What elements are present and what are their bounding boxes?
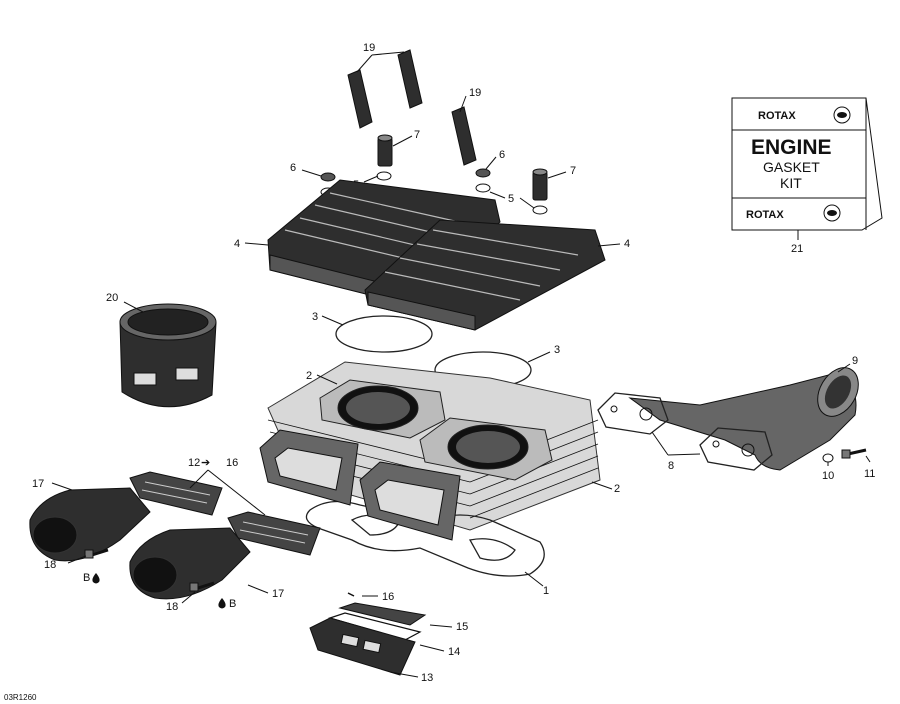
callout-15: 15 — [456, 621, 468, 633]
callout-7b: 7 — [570, 165, 576, 177]
cylinder-sleeve-20 — [119, 303, 217, 408]
exhaust-gasket-8-upper — [597, 392, 669, 435]
callout-12-range-end: 16 — [226, 457, 238, 469]
callout-6b: 6 — [499, 149, 505, 161]
callout-6a: 6 — [290, 162, 296, 174]
callout-3a: 3 — [312, 311, 318, 323]
callout-2a: 2 — [306, 370, 312, 382]
reed-valve-right — [227, 511, 321, 556]
callout-19a: 19 — [363, 42, 375, 54]
callout-b-left: B — [83, 572, 90, 584]
bolt-11 — [841, 448, 867, 459]
callout-1: 1 — [543, 585, 549, 597]
callout-21: 21 — [791, 243, 803, 255]
callout-9: 9 — [852, 355, 858, 367]
nut-6-right — [475, 168, 491, 178]
intake-flange-left — [259, 429, 359, 506]
callout-12: 12 — [188, 457, 200, 469]
callout-18a: 18 — [44, 559, 56, 571]
washer-10 — [822, 453, 834, 463]
drop-icon — [92, 573, 100, 584]
exhaust-gasket-8-lower — [699, 427, 773, 471]
rubber-manifold-17-left — [29, 487, 151, 562]
cylinder-head-right — [364, 219, 606, 331]
exhaust-manifold-9 — [628, 367, 859, 471]
isolator-19-left — [347, 49, 477, 166]
kit-title: ENGINE — [751, 136, 832, 159]
spacer-7-right — [532, 168, 548, 201]
reed-valve-left — [129, 471, 223, 516]
callout-12-arrow: ➔ — [201, 457, 210, 469]
callout-14: 14 — [448, 646, 460, 658]
callout-10: 10 — [822, 470, 834, 482]
screw-18-left — [84, 548, 109, 559]
nut-6-left — [320, 172, 336, 182]
intake-flange-right — [359, 461, 461, 541]
callout-2b: 2 — [614, 483, 620, 495]
callout-4b: 4 — [624, 238, 630, 250]
callout-b-right: B — [229, 598, 236, 610]
callout-3b: 3 — [554, 344, 560, 356]
callout-17a: 17 — [32, 478, 44, 490]
callout-20: 20 — [106, 292, 118, 304]
drawing-number: 03R1260 — [4, 693, 37, 702]
gasket-kit-21: ROTAX ENGINE GASKET KIT ROTAX — [731, 97, 883, 231]
kit-brand-bottom: ROTAX — [746, 209, 784, 221]
callout-4a: 4 — [234, 238, 240, 250]
callout-19b: 19 — [469, 87, 481, 99]
reed-screw-16 — [347, 592, 355, 597]
kit-line3: KIT — [780, 175, 802, 191]
callout-13: 13 — [421, 672, 433, 684]
kit-brand-top: ROTAX — [758, 110, 796, 122]
callout-17b: 17 — [272, 588, 284, 600]
drop-icon — [218, 598, 226, 609]
callout-11: 11 — [864, 468, 875, 480]
spacer-7-left — [377, 134, 393, 167]
rubber-manifold-17-right — [129, 527, 251, 600]
screw-18-right — [189, 581, 215, 592]
callout-16: 16 — [382, 591, 394, 603]
reed-stop-15 — [338, 602, 427, 626]
reed-block-13 — [309, 617, 416, 676]
callout-5b: 5 — [508, 193, 514, 205]
kit-line2: GASKET — [763, 159, 820, 175]
callout-18b: 18 — [166, 601, 178, 613]
callout-8: 8 — [668, 460, 674, 472]
washer-5-right — [475, 183, 548, 215]
o-ring-3-left — [335, 315, 433, 353]
callout-7a: 7 — [414, 129, 420, 141]
